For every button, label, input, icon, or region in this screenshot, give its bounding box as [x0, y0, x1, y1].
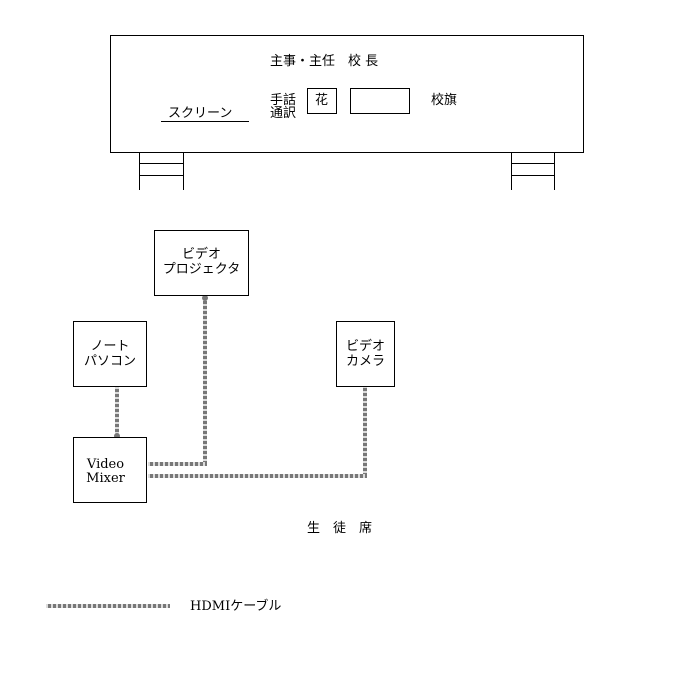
laptop-box	[73, 321, 147, 387]
stair-step	[140, 163, 183, 164]
interpreter-label-bottom: 通訳	[270, 106, 297, 121]
flower-label: 花	[315, 93, 329, 108]
laptop-label-line2: パソコン	[83, 354, 136, 369]
cable-mixer-to-camera	[148, 387, 367, 478]
video-mixer-label-line2: Mixer	[86, 471, 125, 486]
lectern	[350, 88, 410, 114]
stage-outline	[110, 35, 584, 153]
video-projector-box	[154, 230, 249, 296]
video-mixer-label-line1: Video	[86, 457, 125, 472]
legend-label: HDMIケーブル	[190, 599, 282, 614]
school-flag-label: 校旗	[431, 93, 458, 108]
student-seats-label: 生 徒 席	[307, 521, 373, 536]
stair-step	[512, 175, 554, 176]
video-camera-box	[336, 321, 395, 387]
video-camera-label-line2: カメラ	[345, 354, 385, 369]
stairs-left	[139, 152, 184, 190]
flower-stand	[307, 88, 337, 114]
principal-row-label: 主事・主任 校 長	[270, 54, 379, 69]
interpreter-label-top: 手話	[270, 93, 297, 108]
stair-step	[512, 163, 554, 164]
video-projector-label-line1: ビデオ	[181, 247, 221, 262]
stairs-right	[511, 152, 555, 190]
video-camera-label-line1: ビデオ	[345, 339, 385, 354]
laptop-label-line1: ノート	[90, 339, 130, 354]
screen-label: スクリーン	[168, 106, 233, 121]
video-projector-label-line2: プロジェクタ	[162, 262, 241, 277]
cable-mixer-to-projector	[148, 297, 207, 466]
video-mixer-box	[73, 437, 147, 503]
screen-line	[161, 121, 249, 122]
stair-step	[140, 175, 183, 176]
connector-projector	[202, 295, 208, 301]
